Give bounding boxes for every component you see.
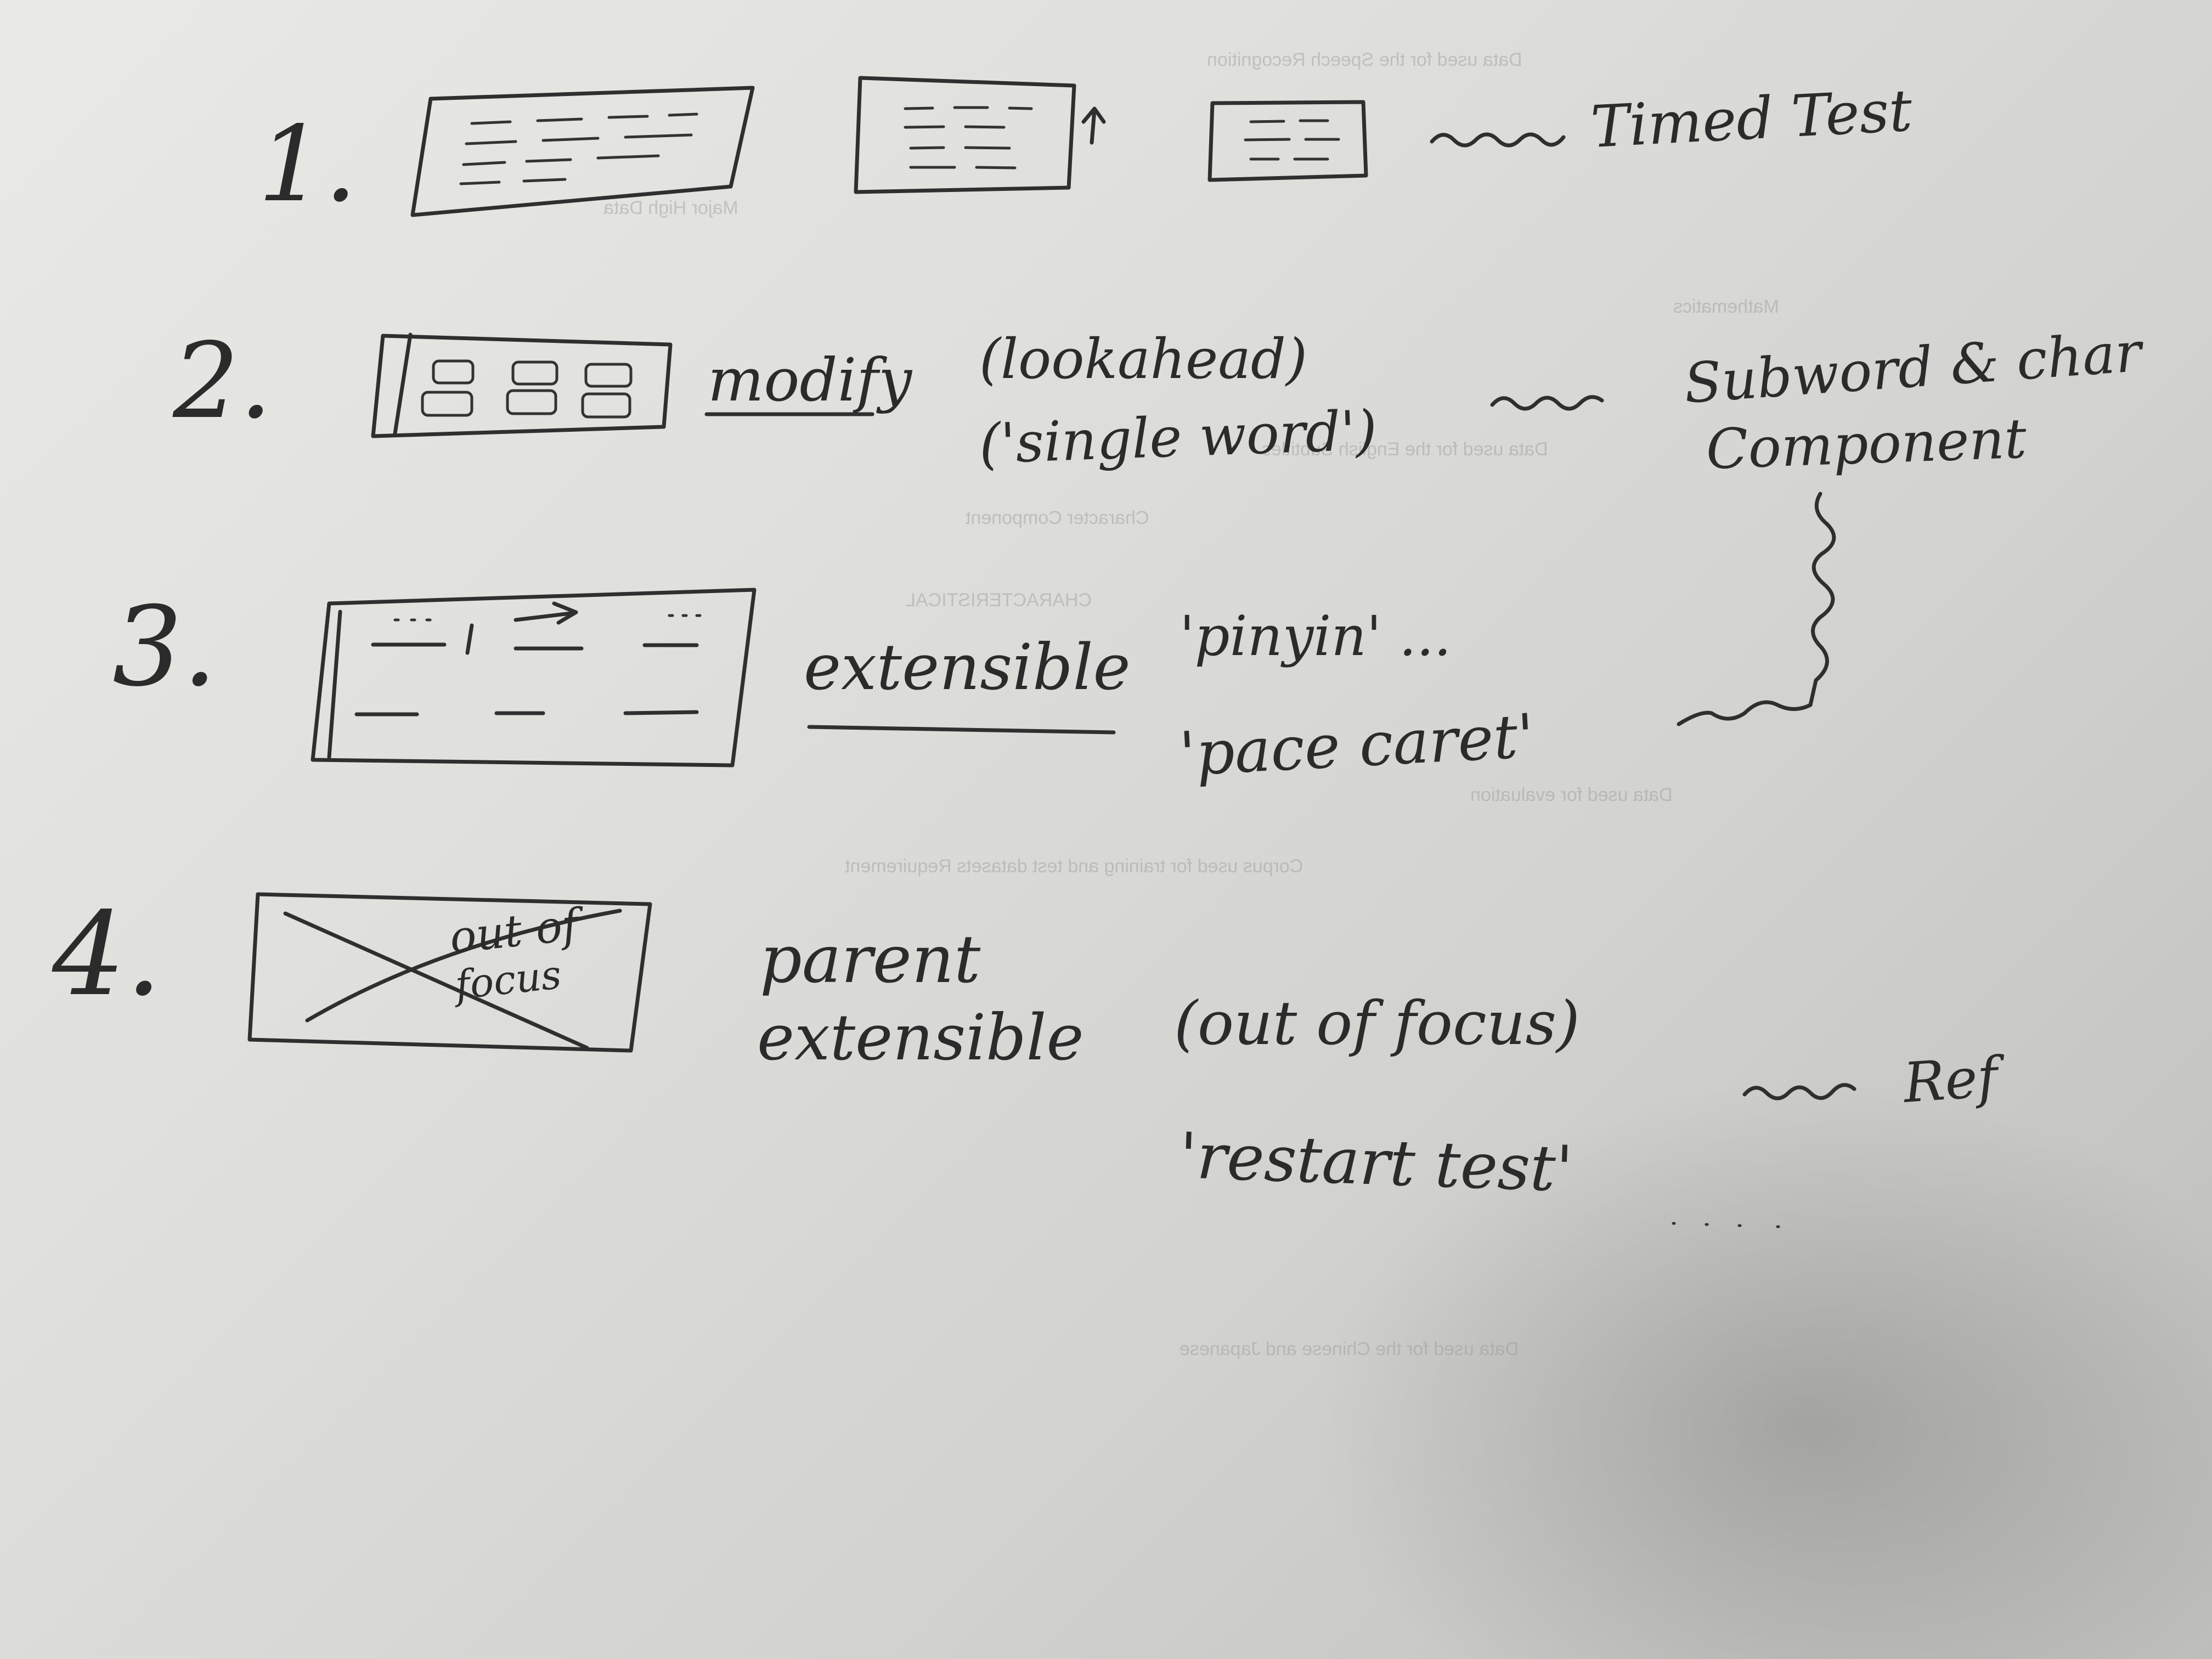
row4-label-line-2: extensible xyxy=(757,1001,1084,1075)
row4-box-text-1: out of xyxy=(447,899,581,963)
row3-option-1: 'pinyin' ... xyxy=(1180,604,1452,668)
row4-box-text-2: focus xyxy=(453,951,563,1008)
row4-label-line-1: parent xyxy=(760,922,981,998)
row1-note: Timed Test xyxy=(1589,77,1914,161)
row2-note-line-2: Component xyxy=(1705,406,2028,482)
row3-option-2: 'pace caret' xyxy=(1177,701,1536,789)
row3-sketch xyxy=(311,588,1116,768)
row4-option-1: (out of focus) xyxy=(1174,988,1580,1058)
row2-number: 2. xyxy=(173,320,273,442)
row4-number: 4. xyxy=(52,887,162,1022)
row3-number: 3. xyxy=(112,583,217,711)
row1-sketch xyxy=(410,76,1566,217)
row2-option-2: ('single word') xyxy=(978,398,1378,476)
row2-label: modify xyxy=(708,346,912,415)
row4-note: Ref xyxy=(1901,1045,2000,1115)
row4-option-2: 'restart test' xyxy=(1178,1119,1575,1206)
row4-sketch xyxy=(247,892,1857,1228)
row2-sketch xyxy=(371,332,1836,726)
row2-option-1: (lookahead) xyxy=(979,327,1307,391)
row1-number: 1. xyxy=(258,104,358,225)
row3-label: extensible xyxy=(804,631,1131,704)
